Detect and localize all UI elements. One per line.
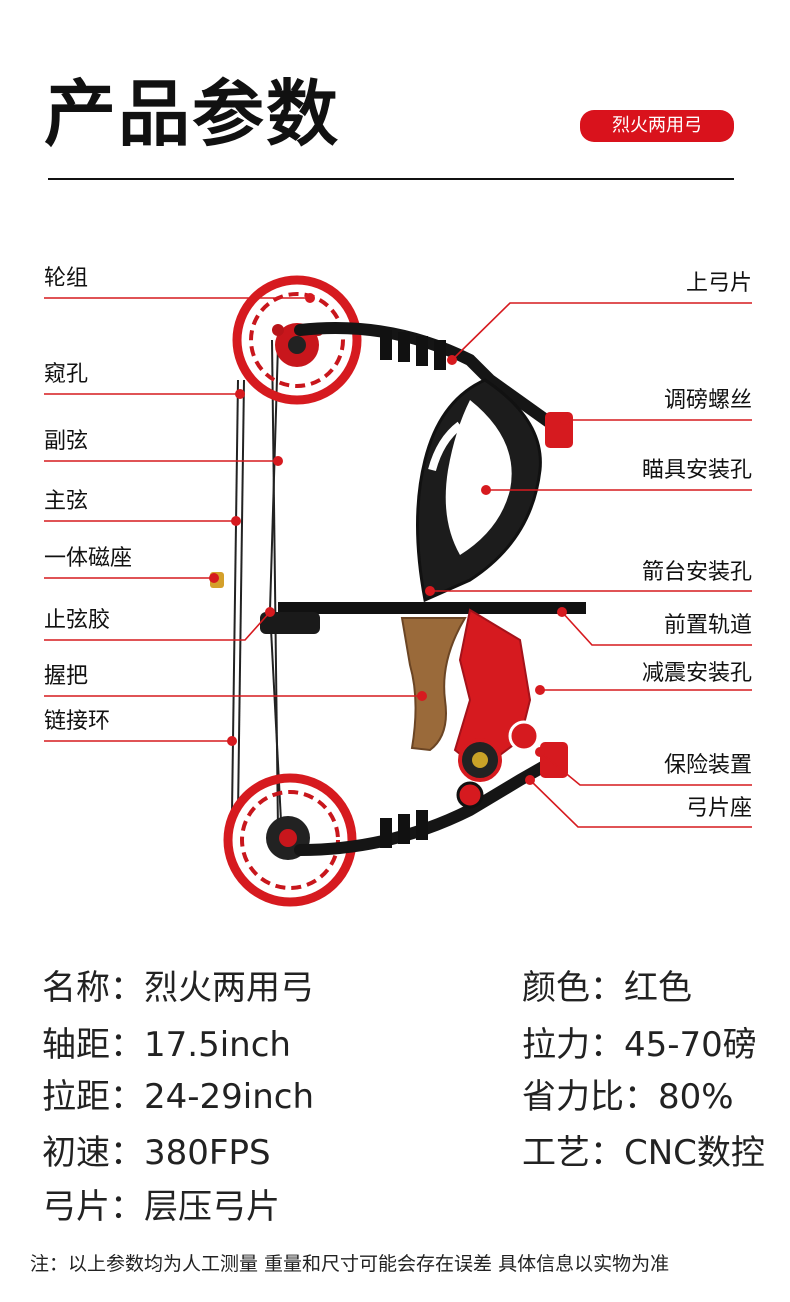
label-peep-sight: 窥孔 — [44, 362, 89, 387]
string-stop — [260, 612, 320, 634]
label-string-stop: 止弦胶 — [44, 608, 111, 633]
spec-draw-weight: 拉力：45-70磅 — [522, 1025, 757, 1065]
page-title: 产品参数 — [44, 72, 341, 156]
spec-name: 名称：烈火两用弓 — [42, 968, 314, 1008]
spec-craft: 工艺：CNC数控 — [522, 1133, 765, 1173]
label-rest-mount: 箭台安装孔 — [641, 560, 752, 585]
riser — [278, 378, 586, 809]
label-grip: 握把 — [44, 664, 89, 689]
spec-speed: 初速：380FPS — [42, 1133, 271, 1173]
label-poundage-screw: 调磅螺丝 — [663, 388, 752, 413]
footnote: 注：以上参数均为人工测量 重量和尺寸可能会存在误差 具体信息以实物为准 — [30, 1253, 670, 1275]
label-safety: 保险装置 — [663, 753, 752, 778]
label-link-ring: 链接环 — [44, 709, 111, 734]
label-magnetic-mount: 一体磁座 — [44, 546, 133, 571]
label-stabilizer-mount: 减震安装孔 — [641, 661, 752, 686]
bow-diagram — [44, 275, 752, 907]
spec-let-off: 省力比：80% — [522, 1077, 734, 1117]
label-sight-mount: 瞄具安装孔 — [641, 458, 752, 483]
label-cable: 副弦 — [44, 429, 89, 454]
label-upper-limb: 上弓片 — [685, 271, 752, 296]
lower-cam-wheel — [223, 773, 357, 907]
leader-dots-right — [425, 355, 570, 785]
spec-draw-length: 拉距：24-29inch — [42, 1077, 315, 1117]
label-cam-wheel: 轮组 — [44, 266, 89, 291]
leader-lines-right — [430, 302, 752, 828]
bow-strings — [231, 339, 283, 841]
spec-color: 颜色：红色 — [522, 968, 692, 1008]
title-divider — [48, 178, 734, 180]
product-badge: 烈火两用弓 — [580, 110, 734, 142]
leader-dots-left — [209, 293, 427, 746]
spec-axle-length: 轴距：17.5inch — [42, 1025, 291, 1065]
lower-limb — [294, 742, 568, 856]
wooden-grip — [400, 617, 467, 752]
label-bowstring: 主弦 — [44, 489, 89, 514]
label-limb-pocket: 弓片座 — [685, 796, 752, 821]
label-front-rail: 前置轨道 — [663, 613, 752, 638]
leader-lines-left — [44, 297, 422, 742]
spec-limbs: 弓片：层压弓片 — [42, 1187, 280, 1227]
